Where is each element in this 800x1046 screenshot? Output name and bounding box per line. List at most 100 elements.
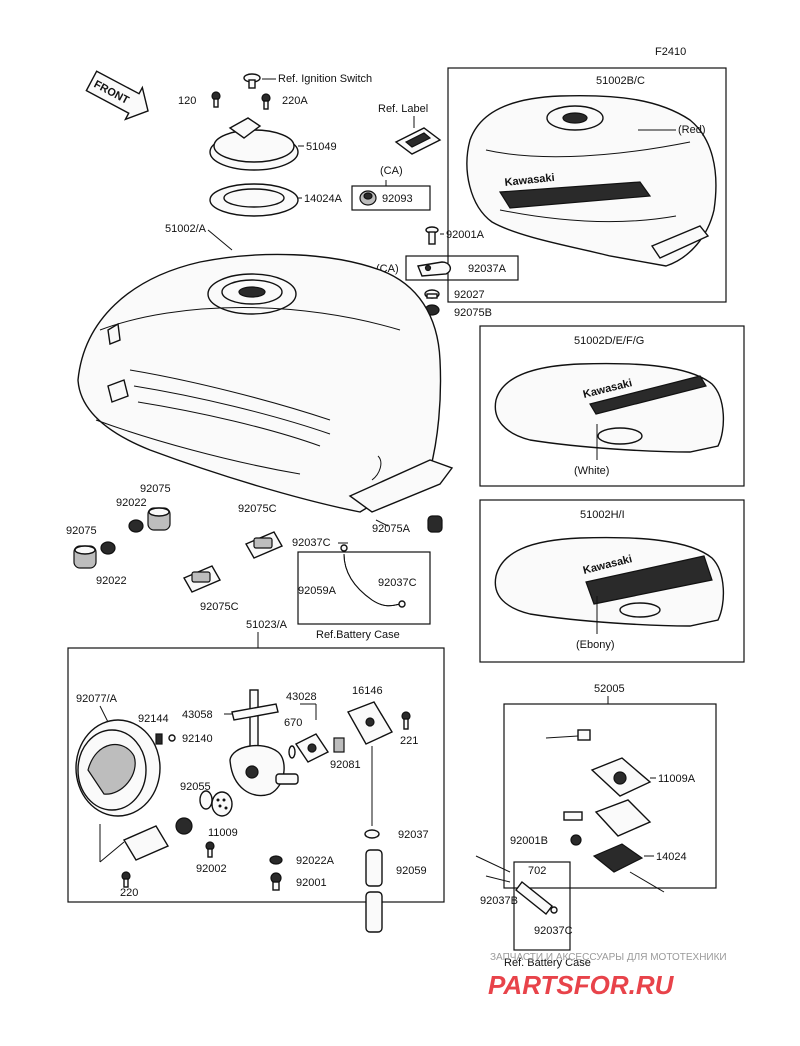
fuel-cock-knob <box>75 719 161 817</box>
part-92140: 92140 <box>182 733 213 745</box>
part-221: 221 <box>400 735 418 747</box>
part-43058: 43058 <box>182 709 213 721</box>
breather-hose-92059A <box>340 544 406 608</box>
part-92037A: 92037A <box>468 263 507 275</box>
part-92001: 92001 <box>296 877 327 889</box>
ref-battery-case-2: Ref. Battery Case <box>504 957 591 969</box>
part-92075B: 92075B <box>454 307 492 319</box>
part-92081: 92081 <box>330 759 361 771</box>
collar-92027 <box>424 289 440 299</box>
pump-cover-11009A <box>590 757 652 797</box>
red-tank-brand: Kawasaki <box>504 172 555 189</box>
screw-120 <box>211 91 221 108</box>
bracket-92075C-lower <box>183 565 221 593</box>
gasket-43028 <box>294 733 330 763</box>
fuel-cock-body <box>229 689 299 797</box>
part-92055: 92055 <box>180 781 211 793</box>
bolt-92001A <box>425 226 439 245</box>
part-52005: 52005 <box>594 683 625 695</box>
part-92144: 92144 <box>138 713 169 725</box>
part-51049: 51049 <box>306 141 337 153</box>
part-92001B: 92001B <box>510 835 548 847</box>
part-51002A: 51002/A <box>165 223 207 235</box>
part-92001A: 92001A <box>446 229 485 241</box>
screw-220A <box>261 93 271 110</box>
part-220A: 220A <box>282 95 308 107</box>
o-ring-670 <box>288 745 296 759</box>
part-14024A: 14024A <box>304 193 343 205</box>
variant-red-color: (Red) <box>678 124 706 136</box>
part-92075-lower: 92075 <box>66 525 97 537</box>
part-92022A: 92022A <box>296 855 335 867</box>
pump-wire <box>545 729 591 741</box>
filter-11009 <box>211 791 233 817</box>
part-702: 702 <box>528 865 546 877</box>
part-92075-upper: 92075 <box>140 483 171 495</box>
part-92022-lower: 92022 <box>96 575 127 587</box>
washer-92022A <box>269 855 283 865</box>
part-92093: 92093 <box>382 193 413 205</box>
part-92059: 92059 <box>396 865 427 877</box>
ref-battery-case-1: Ref.Battery Case <box>316 629 400 641</box>
figure-code: F2410 <box>655 46 686 58</box>
part-92037B: 92037B <box>480 895 518 907</box>
ignition-bolt <box>243 73 261 89</box>
part-92037: 92037 <box>398 829 429 841</box>
washer-92022-upper <box>128 519 144 533</box>
watermark-logo: PARTSFOR.RU <box>488 970 675 1000</box>
red-tank-illustration: Kawasaki <box>466 94 717 267</box>
spring-92144 <box>155 733 163 745</box>
variant-box-ebony <box>479 499 745 663</box>
part-14024: 14024 <box>656 851 687 863</box>
damper-92075A <box>427 515 443 533</box>
part-92022-upper: 92022 <box>116 497 147 509</box>
grommet-92093 <box>359 190 377 206</box>
watermark-caption: ЗАПЧАСТИ И АКСЕССУАРЫ ДЛЯ МОТОТЕХНИКИ <box>490 952 727 963</box>
damper-92075-upper <box>147 507 171 531</box>
screw-220 <box>121 871 131 888</box>
variant-red-part: 51002B/C <box>596 75 645 87</box>
part-92059A: 92059A <box>298 585 337 597</box>
part-16146: 16146 <box>352 685 383 697</box>
ca-label-1: (CA) <box>380 165 403 177</box>
label-sticker <box>394 127 442 155</box>
bolt-92001B <box>570 834 582 846</box>
main-fuel-tank <box>77 253 454 513</box>
pump-body <box>563 799 652 837</box>
cap-gasket <box>209 183 299 217</box>
variant-ebony-part: 51002H/I <box>580 509 625 521</box>
part-92002: 92002 <box>196 863 227 875</box>
screw-221 <box>401 711 411 730</box>
front-arrow: FRONT <box>85 70 149 121</box>
variant-white-color: (White) <box>574 465 609 477</box>
part-92037C-1: 92037C <box>292 537 331 549</box>
white-tank-illustration: Kawasaki <box>494 362 725 453</box>
ref-ignition-switch: Ref. Ignition Switch <box>278 73 372 85</box>
clamp-92037 <box>364 829 380 839</box>
variant-ebony-color: (Ebony) <box>576 639 615 651</box>
part-92075C-lower: 92075C <box>200 601 239 613</box>
variant-box-white <box>479 325 745 487</box>
part-670: 670 <box>284 717 302 729</box>
variant-box-red <box>447 67 727 303</box>
bracket-92075C-upper <box>245 531 283 559</box>
part-92075C-upper: 92075C <box>238 503 277 515</box>
plate-220 <box>122 817 193 861</box>
cover-16146 <box>346 701 394 745</box>
clamp-92037A <box>417 261 452 277</box>
screw-92002 <box>205 841 215 858</box>
part-92075A: 92075A <box>372 523 411 535</box>
washer-92022-lower <box>100 541 116 555</box>
hose-92059 <box>365 849 383 933</box>
part-92077A: 92077/A <box>76 693 118 705</box>
part-11009A: 11009A <box>658 773 696 785</box>
fuel-cap <box>209 117 299 171</box>
variant-white-part: 51002D/E/F/G <box>574 335 644 347</box>
hose-702 <box>515 881 558 915</box>
part-43028: 43028 <box>286 691 317 703</box>
damper-14024 <box>592 843 644 873</box>
part-11009: 11009 <box>208 827 238 839</box>
part-220: 220 <box>120 887 138 899</box>
ebony-tank-illustration: Kawasaki <box>494 536 725 627</box>
